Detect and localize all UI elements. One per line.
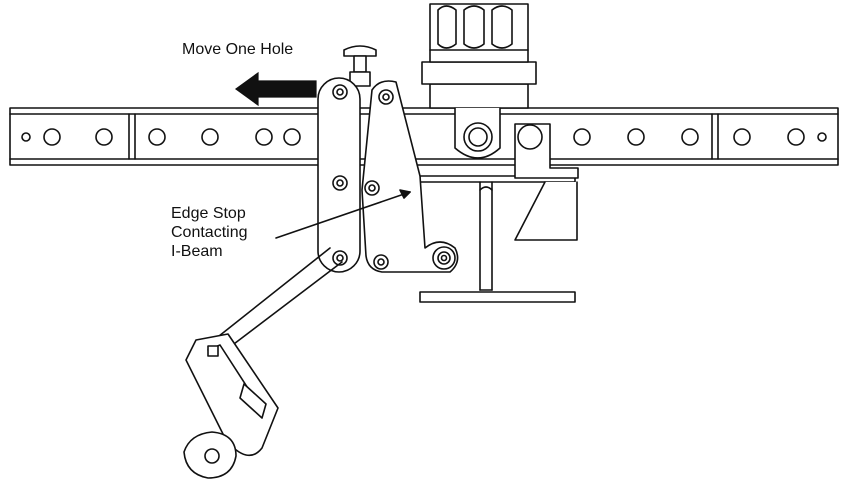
left-link-arm [318, 78, 360, 272]
clamp-knob-assembly [422, 4, 536, 158]
leader-arrowhead [400, 190, 410, 198]
plunger-pin [344, 46, 376, 86]
edge-stop-label-line1: Edge Stop [171, 205, 246, 222]
edge-stop-label: Edge Stop Contacting I-Beam [171, 204, 248, 261]
edge-stop-block [515, 124, 578, 178]
i-beam [420, 176, 577, 302]
edge-stop-leader-line [276, 192, 410, 238]
move-one-hole-label: Move One Hole [182, 41, 294, 58]
edge-stop-label-line2: Contacting [171, 224, 248, 241]
perforated-rail [10, 108, 838, 165]
edge-stop-label-line3: I-Beam [171, 243, 223, 260]
crank-handle [184, 248, 342, 478]
right-cam-arm [362, 81, 458, 272]
move-left-arrow-icon [236, 73, 316, 105]
